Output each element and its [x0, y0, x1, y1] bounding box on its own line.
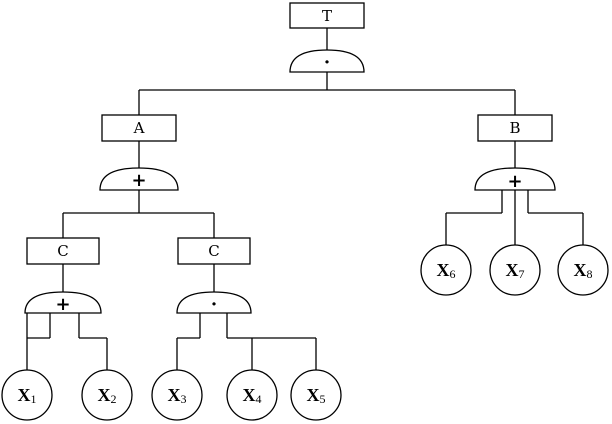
basic-event-x3-sub: 3	[181, 392, 187, 406]
event-b: B	[477, 114, 553, 142]
event-c-left-label: C	[57, 242, 68, 260]
basic-event-x8-sub: 8	[587, 267, 593, 281]
basic-event-x4-sub: 4	[256, 392, 262, 406]
basic-event-x8: X8	[557, 244, 609, 296]
basic-event-x1-base: X	[18, 385, 31, 405]
basic-event-x1: X1	[1, 369, 53, 421]
event-c-right-label: C	[208, 242, 219, 260]
basic-event-x6-base: X	[437, 260, 450, 280]
or-gate-c-left: +	[24, 291, 102, 315]
basic-event-x4-base: X	[243, 385, 256, 405]
basic-event-x2-base: X	[98, 385, 111, 405]
and-gate-top: ·	[289, 49, 365, 73]
basic-event-x3-base: X	[168, 385, 181, 405]
event-a: A	[101, 114, 177, 142]
gate-symbol: +	[131, 170, 146, 191]
or-gate-b: +	[474, 167, 556, 192]
basic-event-x5-sub: 5	[320, 392, 326, 406]
basic-event-x7-sub: 7	[519, 267, 525, 281]
gate-symbol: +	[55, 294, 70, 315]
basic-event-x7: X7	[489, 244, 541, 296]
basic-event-x5: X5	[290, 369, 342, 421]
basic-event-x6-sub: 6	[450, 267, 456, 281]
event-b-label: B	[509, 119, 520, 137]
gate-symbol: +	[507, 171, 522, 192]
basic-event-x6: X6	[420, 244, 472, 296]
and-gate-c-right: ·	[176, 291, 252, 315]
basic-event-x4: X4	[226, 369, 278, 421]
event-c-right: C	[177, 237, 251, 265]
connector-lines	[26, 28, 584, 370]
basic-event-x3: X3	[151, 369, 203, 421]
basic-event-x5-base: X	[307, 385, 320, 405]
svg-text:X1: X1	[18, 385, 37, 406]
svg-text:X2: X2	[98, 385, 117, 406]
basic-event-x7-base: X	[506, 260, 519, 280]
gate-symbol: ·	[211, 294, 217, 315]
svg-text:X5: X5	[307, 385, 326, 406]
svg-text:X3: X3	[168, 385, 187, 406]
basic-event-x1-sub: 1	[31, 392, 37, 406]
or-gate-a: +	[99, 167, 179, 191]
basic-event-x8-base: X	[574, 260, 587, 280]
event-a-label: A	[133, 119, 145, 137]
top-event-label: T	[322, 7, 332, 25]
svg-text:X4: X4	[243, 385, 262, 406]
gate-symbol: ·	[324, 52, 330, 73]
event-c-left: C	[26, 237, 100, 265]
basic-event-x2: X2	[81, 369, 133, 421]
basic-event-x2-sub: 2	[111, 392, 117, 406]
svg-text:X6: X6	[437, 260, 456, 281]
svg-text:X8: X8	[574, 260, 593, 281]
svg-text:X7: X7	[506, 260, 525, 281]
top-event-t: T	[289, 2, 365, 29]
